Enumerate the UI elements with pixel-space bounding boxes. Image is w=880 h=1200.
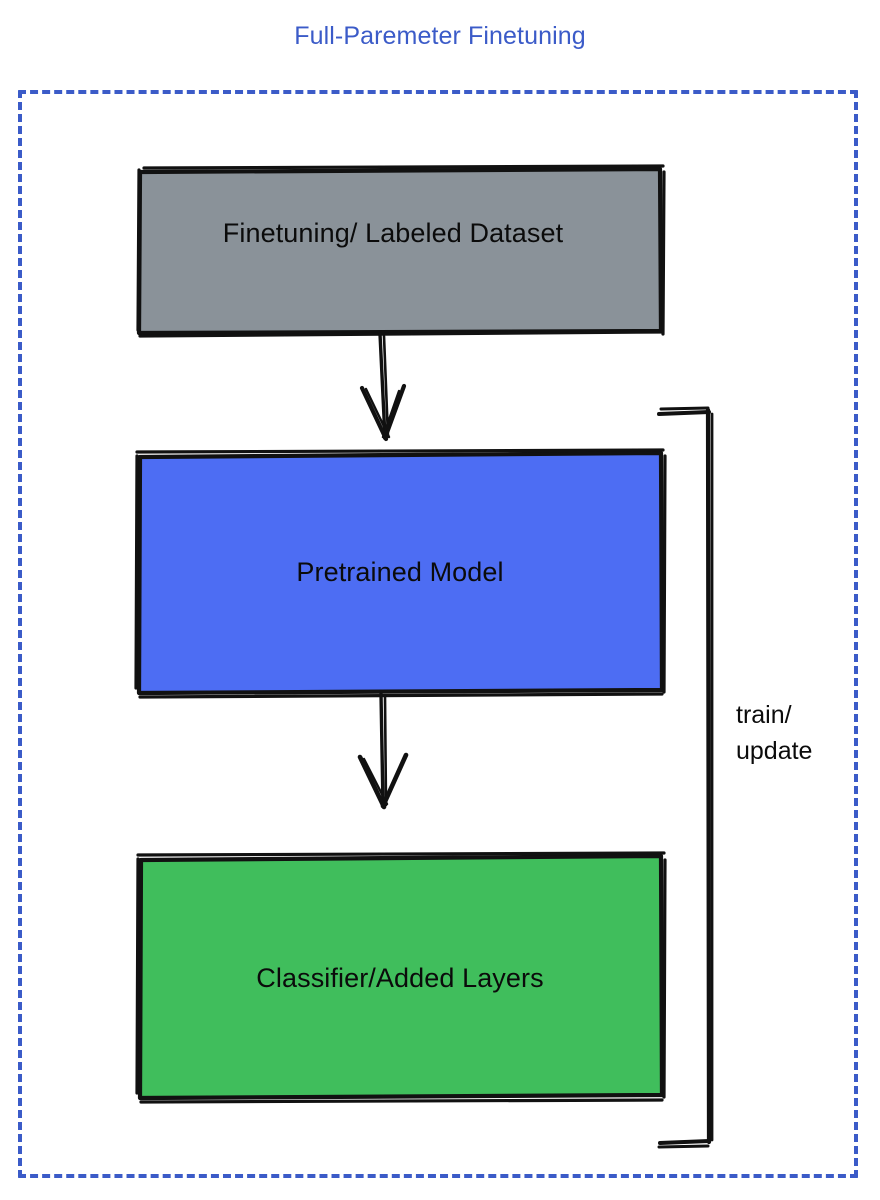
- node-dataset-label: Finetuning/ Labeled Dataset: [222, 218, 564, 248]
- node-classifier-label: Classifier/Added Layers: [256, 963, 544, 993]
- dashed-region-border: [18, 90, 858, 1178]
- node-pretrained-label: Pretrained Model: [296, 557, 504, 587]
- edge-label-train-update: train/ update: [736, 701, 813, 765]
- page-title: Full-Paremeter Finetuning: [294, 22, 586, 50]
